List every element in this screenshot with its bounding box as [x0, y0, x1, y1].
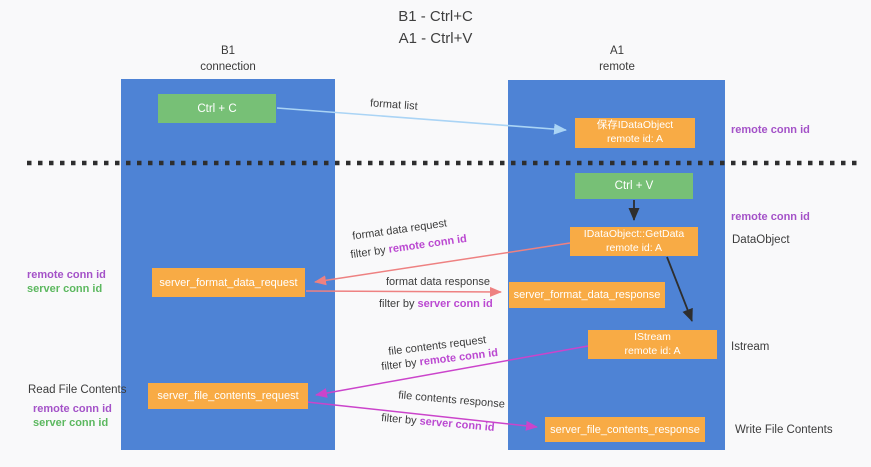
- node-idataobject-getdata-line1: IDataObject::GetData: [583, 227, 685, 240]
- lane-a1-role: remote: [599, 60, 635, 73]
- node-save-idataobject: 保存IDataObject remote id: A: [575, 118, 695, 148]
- node-save-idataobject-line2: remote id: A: [606, 133, 664, 145]
- annotation-left-remote-conn-id-bottom: remote conn id: [33, 403, 112, 415]
- lane-a1-name: A1: [609, 45, 625, 57]
- edge-label-format-list: format list: [369, 97, 419, 113]
- node-ctrl-v-label: Ctrl + V: [614, 180, 654, 192]
- node-server-format-data-response-label: server_format_data_response: [513, 289, 661, 301]
- node-server-file-contents-response-label: server_file_contents_response: [550, 423, 700, 436]
- node-idataobject-getdata: IDataObject::GetData remote id: A: [570, 227, 698, 256]
- annotation-left-server-conn-id-mid: server conn id: [27, 283, 103, 295]
- edge-label-filter-file-response: filter by server conn id: [381, 412, 495, 434]
- lane-header-a1: A1 remote: [547, 44, 687, 75]
- node-ctrl-v: Ctrl + V: [575, 173, 693, 199]
- filter-key-remote-conn-id: remote conn id: [387, 232, 468, 256]
- annotation-remote-conn-id-middle: remote conn id: [731, 211, 810, 223]
- annotation-write-file-contents: Write File Contents: [735, 424, 833, 436]
- annotation-left-server-conn-id-bottom: server conn id: [33, 417, 109, 429]
- node-istream-line2: remote id: A: [624, 344, 681, 357]
- filter-prefix: filter by: [380, 412, 421, 428]
- edge-label-format-data-response: format data response: [386, 276, 490, 288]
- node-istream-line1: IStream: [634, 330, 671, 343]
- node-server-format-data-request: server_format_data_request: [152, 268, 305, 297]
- annotation-istream: Istream: [731, 341, 770, 353]
- filter-prefix: filter by: [380, 356, 421, 374]
- node-ctrl-c: Ctrl + C: [158, 94, 276, 123]
- node-server-format-data-request-label: server_format_data_request: [159, 276, 298, 289]
- filter-key-server-conn-id: server conn id: [419, 415, 496, 434]
- annotation-read-file-contents: Read File Contents: [28, 384, 127, 396]
- annotation-left-remote-conn-id-mid: remote conn id: [27, 269, 106, 281]
- title-line-1: B1 - Ctrl+C: [398, 8, 473, 25]
- node-save-idataobject-line1: 保存IDataObject: [596, 119, 674, 132]
- edge-label-file-contents-response: file contents response: [397, 389, 506, 411]
- lane-header-b1: B1 connection: [158, 44, 298, 75]
- node-server-file-contents-request-label: server_file_contents_request: [157, 390, 299, 402]
- node-server-format-data-response: server_format_data_response: [509, 282, 665, 308]
- lane-b1-role: connection: [200, 60, 256, 73]
- edge-label-filter-format-response: filter by server conn id: [379, 298, 493, 310]
- annotation-remote-conn-id-top: remote conn id: [731, 124, 810, 136]
- node-idataobject-getdata-line2: remote id: A: [605, 241, 663, 254]
- arrow-format-data-response: [305, 286, 502, 297]
- diagram-title: B1 - Ctrl+C A1 - Ctrl+V: [0, 6, 871, 50]
- lane-b1-name: B1: [220, 45, 236, 57]
- annotation-dataobject: DataObject: [732, 234, 790, 246]
- node-server-file-contents-request: server_file_contents_request: [148, 383, 308, 409]
- node-istream: IStream remote id: A: [588, 330, 717, 359]
- node-ctrl-c-label: Ctrl + C: [197, 102, 237, 115]
- filter-key-server-conn-id: server conn id: [417, 298, 493, 310]
- filter-prefix: filter by: [349, 243, 390, 262]
- node-server-file-contents-response: server_file_contents_response: [545, 417, 705, 442]
- filter-prefix: filter by: [379, 298, 418, 310]
- title-line-2: A1 - Ctrl+V: [398, 29, 473, 47]
